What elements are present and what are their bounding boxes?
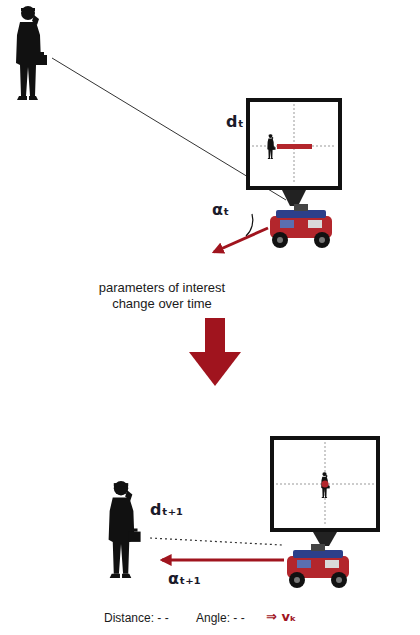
- heading-arrow: [214, 228, 268, 252]
- person-figure: [109, 481, 141, 578]
- camera-view: [248, 100, 340, 206]
- label-text: αₜ₊₁: [168, 569, 201, 588]
- label-text: ⇒ vₖ: [266, 609, 296, 625]
- label-text: Distance: - -: [104, 611, 169, 625]
- angle-arc: [246, 214, 253, 236]
- distance-line: [150, 538, 282, 545]
- transition-arrow: [189, 318, 241, 386]
- camera-view: [272, 438, 378, 546]
- label-text: parameters of interest change over time: [82, 280, 242, 311]
- label-text: dₜ: [226, 112, 244, 131]
- robot-figure: [287, 544, 349, 588]
- person-figure: [16, 6, 47, 100]
- robot-figure: [270, 204, 332, 248]
- label-text: dₜ₊₁: [150, 500, 183, 519]
- label-text: Angle: - -: [196, 611, 245, 625]
- heading-arrow: [162, 559, 284, 562]
- label-text: αₜ: [212, 200, 229, 219]
